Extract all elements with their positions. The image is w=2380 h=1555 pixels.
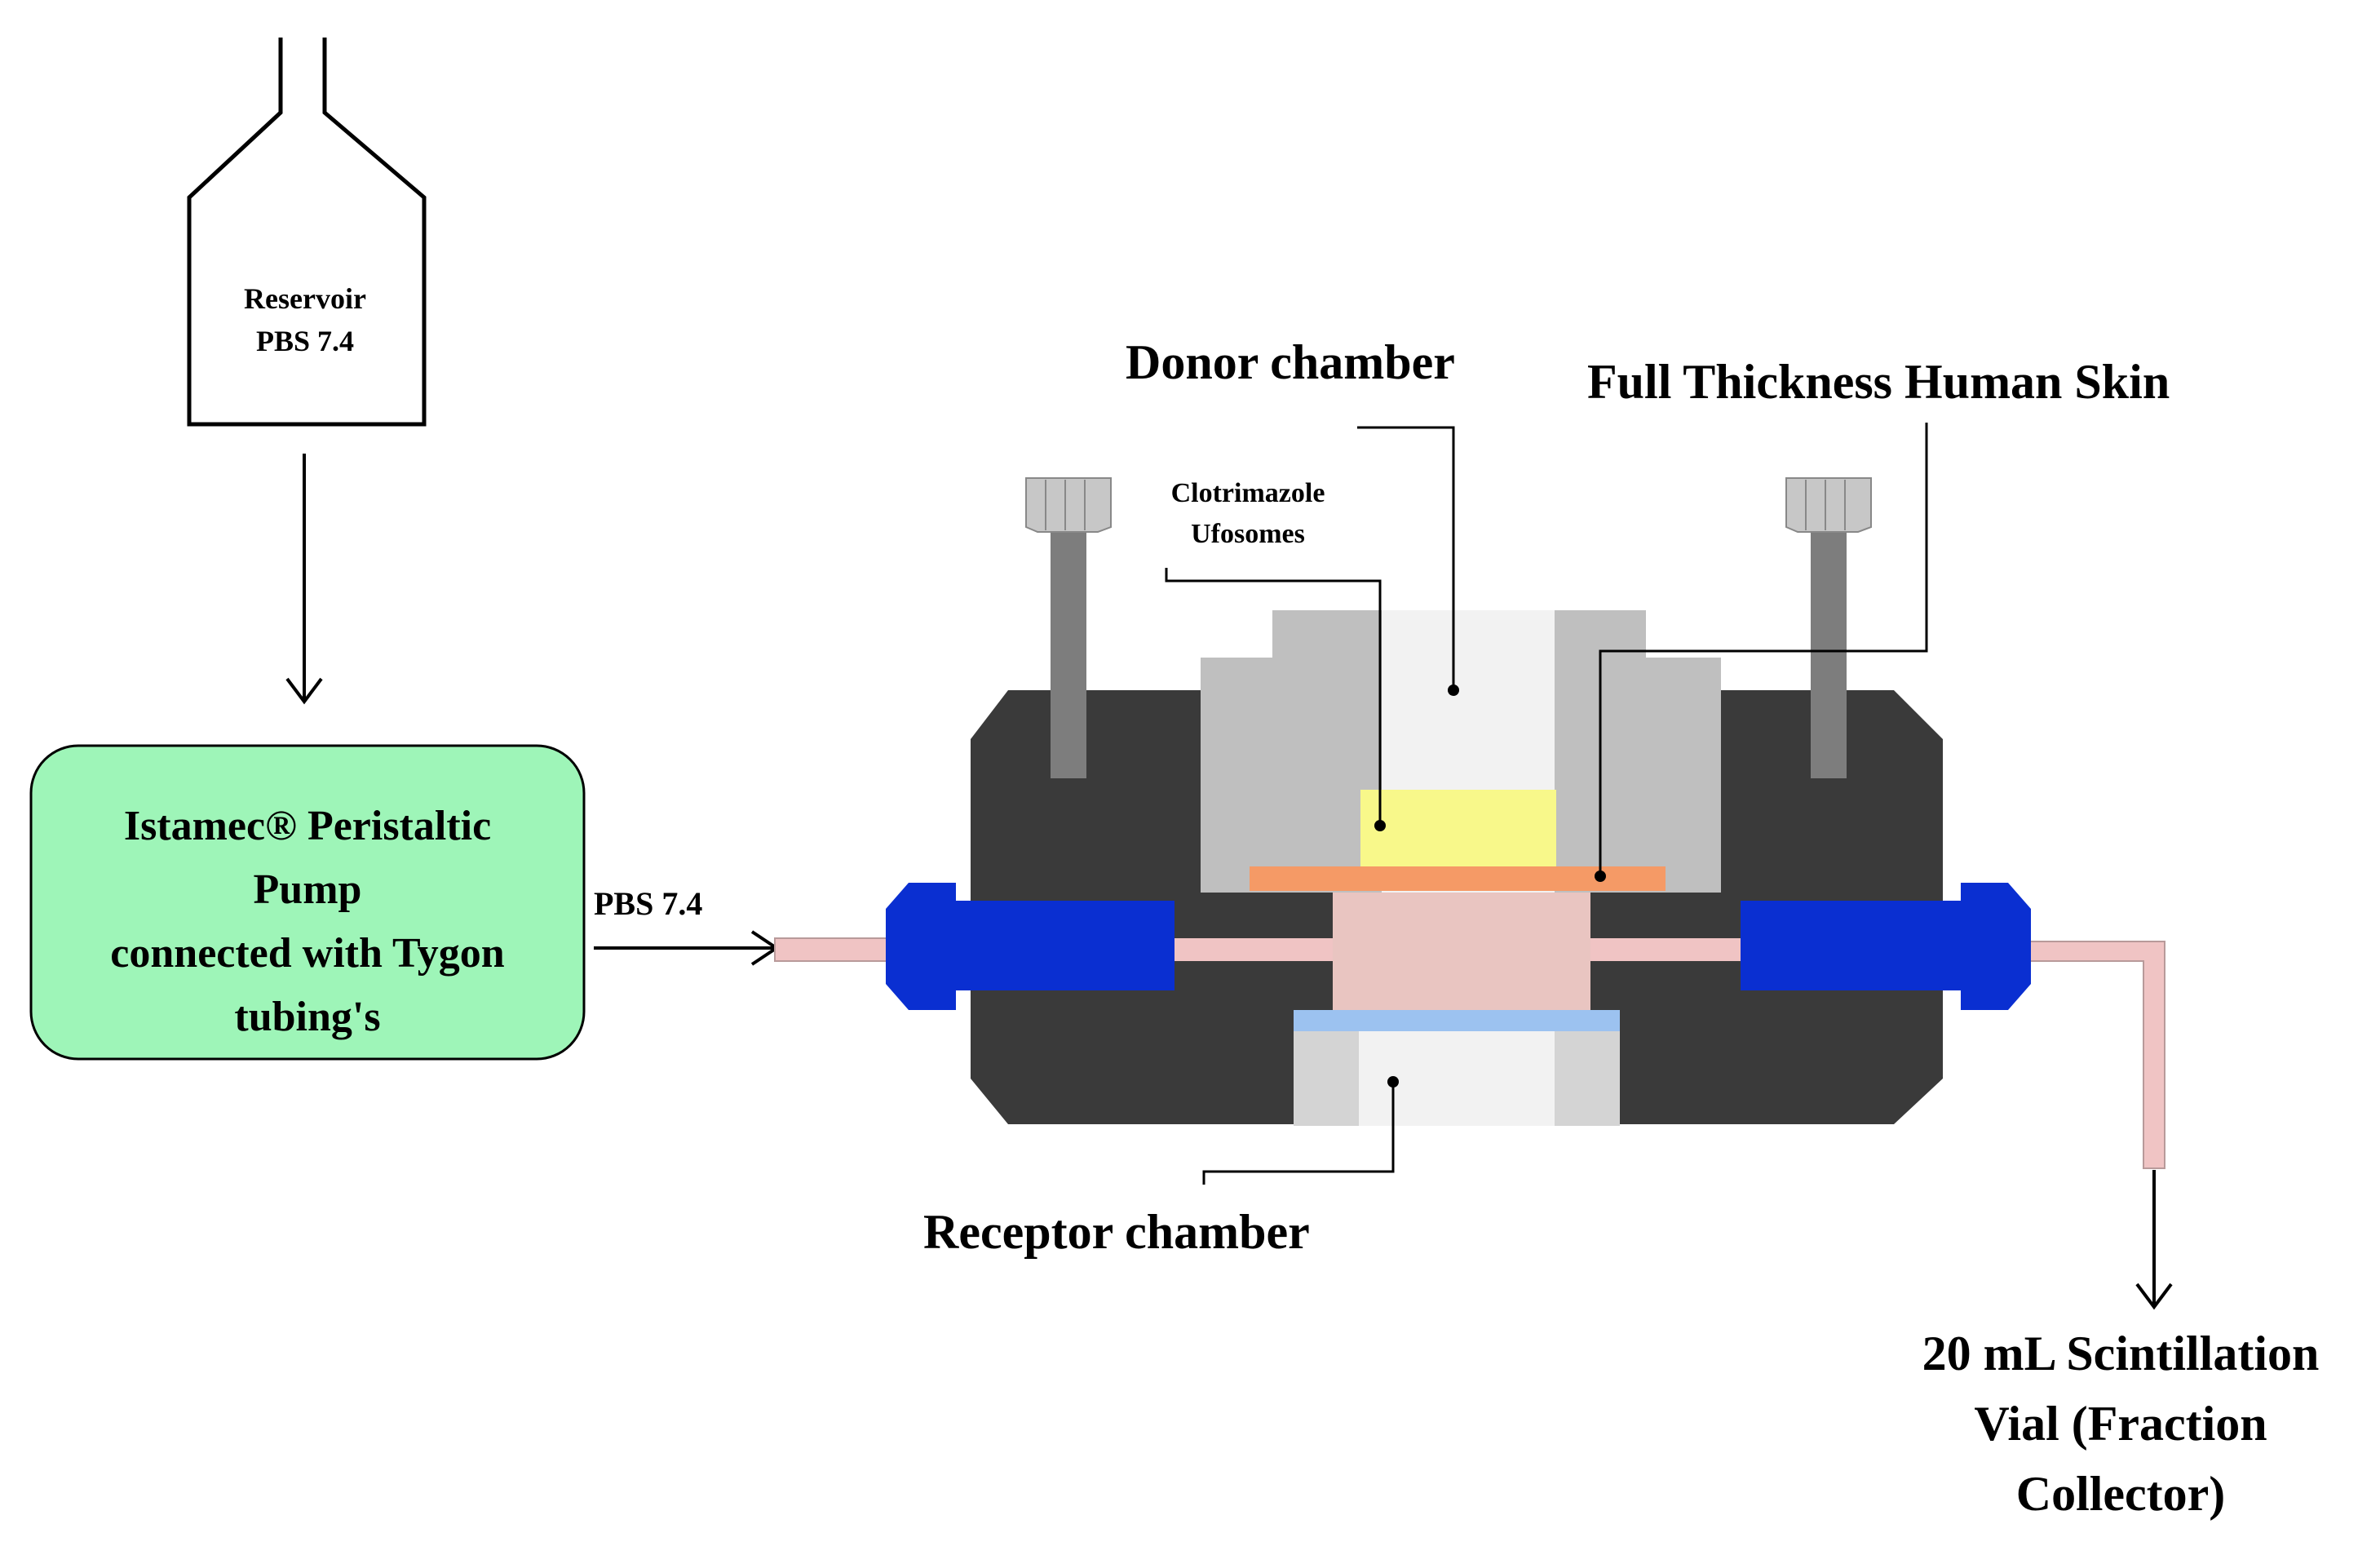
pump-label-line4: tubing's [234, 994, 381, 1040]
donor-chamber-label: Donor chamber [1126, 335, 1455, 389]
donor-chamber-leader [1357, 426, 1459, 696]
receptor-chamber [1294, 1010, 1620, 1126]
formulation-label: Clotrimazole Ufosomes [1126, 473, 1370, 555]
outlet-to-collector-arrow [2135, 1170, 2173, 1310]
pump-label: Istamec® Peristaltic Pump connected with… [47, 795, 568, 1049]
left-tube-fitting [886, 883, 1175, 1010]
left-clamp-screw [1025, 477, 1112, 778]
pump-label-line1: Istamec® Peristaltic [123, 803, 492, 849]
pump-to-cell-arrow [594, 930, 780, 966]
right-tube-fitting [1741, 883, 2031, 1010]
collector-label-line1: 20 mL Scintillation [1922, 1327, 2320, 1380]
receptor-chamber-leader [1202, 1076, 1399, 1185]
formulation-leader [1165, 568, 1386, 831]
formulation-layer [1360, 790, 1556, 868]
formulation-label-line2: Ufosomes [1191, 519, 1305, 549]
pump-label-line2: Pump [253, 866, 362, 913]
collector-label: 20 mL Scintillation Vial (Fraction Colle… [1851, 1318, 2380, 1529]
reservoir-label: Reservoir PBS 7.4 [207, 277, 403, 362]
outlet-tubing [2022, 941, 2165, 1169]
reservoir-label-line1: Reservoir [244, 282, 366, 315]
collector-label-line3: Collector) [2015, 1467, 2226, 1521]
pump-label-line3: connected with Tygon [110, 930, 505, 977]
peristaltic-pump-box [29, 744, 586, 1061]
skin-leader [1595, 423, 1928, 882]
receptor-chamber-label: Receptor chamber [923, 1205, 1310, 1259]
formulation-label-line1: Clotrimazole [1170, 478, 1325, 508]
flow-label: PBS 7.4 [594, 885, 703, 922]
donor-chamber [1201, 610, 1721, 893]
skin-label: Full Thickness Human Skin [1587, 355, 2170, 409]
reservoir-bottle [187, 38, 427, 427]
collector-label-line2: Vial (Fraction [1974, 1397, 2267, 1451]
reservoir-to-pump-arrow [285, 454, 323, 705]
reservoir-label-line2: PBS 7.4 [255, 325, 355, 357]
